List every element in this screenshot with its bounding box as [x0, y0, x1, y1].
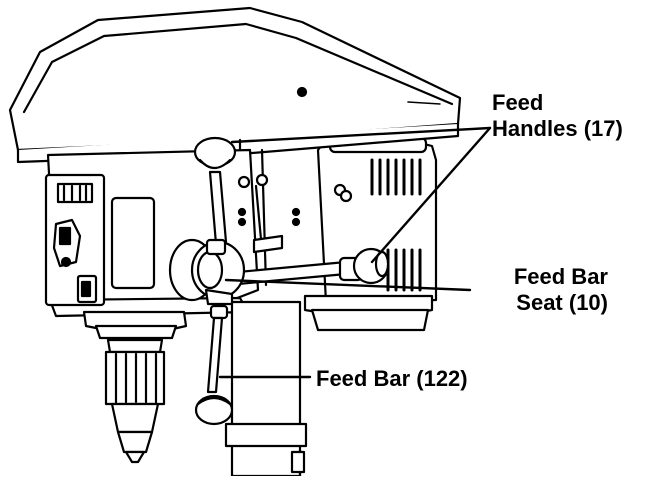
depth-stop-assembly — [237, 148, 301, 287]
callout-feed-bar-seat: Feed Bar Seat (10) — [470, 264, 608, 316]
callout-feed-bar-line-1: Feed Bar (122) — [316, 366, 468, 391]
callout-feed-handles: Feed Handles (17) — [492, 90, 623, 142]
leader-feed-handles-right — [370, 126, 492, 264]
callout-feed-handles-line-2: Handles (17) — [492, 116, 623, 141]
switch-panel — [44, 173, 106, 307]
feed-bar-lower — [194, 304, 234, 426]
quill-collar — [82, 310, 188, 340]
leader-feed-bar-seat — [224, 278, 472, 292]
feed-bar-right — [236, 247, 390, 286]
leader-lines — [218, 126, 492, 379]
callout-feed-bar-seat-line-2: Seat (10) — [516, 290, 608, 315]
feed-bar-seat — [168, 238, 246, 306]
callout-feed-bar-seat-line-1: Feed Bar — [513, 264, 608, 289]
belt-cover — [8, 6, 462, 164]
leader-feed-handles-top — [230, 126, 492, 144]
motor-vent-slots — [370, 158, 422, 292]
chuck — [104, 338, 166, 464]
callout-feed-bar: Feed Bar (122) — [316, 366, 468, 392]
column — [224, 300, 308, 478]
callout-feed-handles-line-1: Feed — [492, 90, 544, 115]
feed-bar-upper — [193, 136, 237, 256]
